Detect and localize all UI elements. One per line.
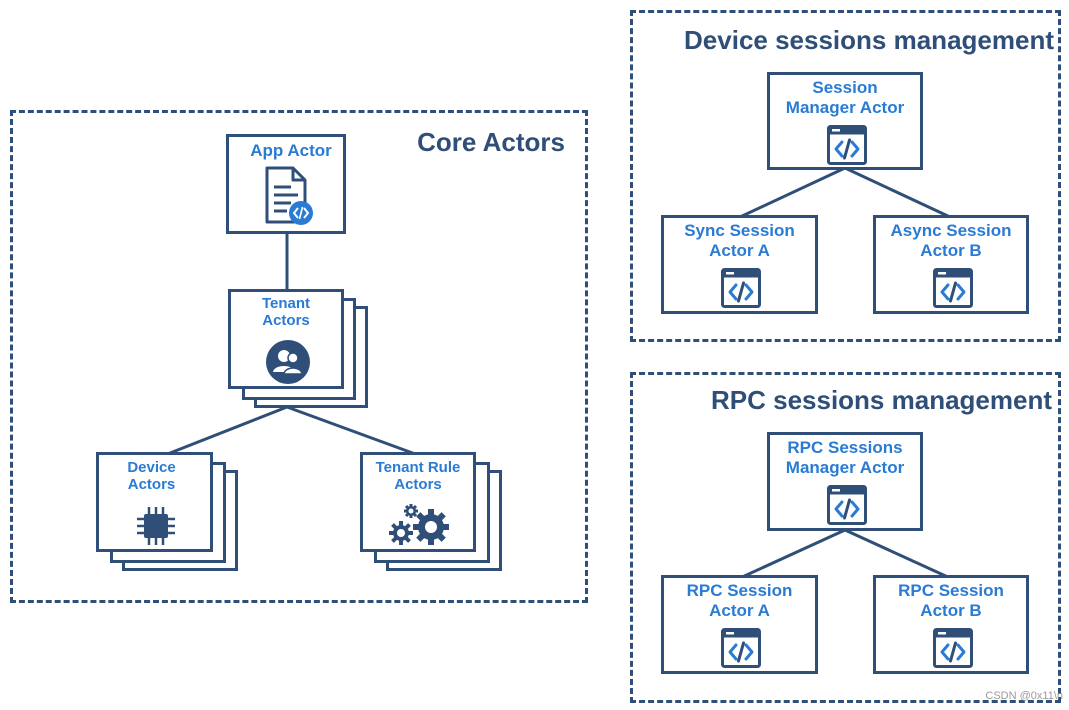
- connectors: [164, 166, 951, 580]
- core-actors-title: Core Actors: [417, 127, 565, 157]
- rpc-session-actor-b-label: RPC Session Actor B: [876, 581, 1026, 620]
- sync-session-label-line2: Actor A: [709, 240, 770, 260]
- app-actor-card: App Actor: [226, 134, 346, 234]
- rpc-session-b-label-line1: RPC Session: [898, 581, 1004, 600]
- document-code-icon: [265, 166, 313, 225]
- device-sessions-group: Device sessions management: [630, 10, 1061, 342]
- device-actors-label-line1: Device: [127, 459, 176, 476]
- window-code-icon: [721, 268, 761, 308]
- window-code-icon: [933, 268, 973, 308]
- connector-rpcmanager-b: [844, 528, 951, 580]
- device-actors-label: Device Actors: [99, 459, 204, 494]
- tenant-rule-actors-label-line1: Tenant Rule: [375, 459, 461, 476]
- connector-rpcmanager-a: [739, 528, 846, 580]
- tenant-actors-label-line2: Actors: [262, 312, 310, 330]
- async-session-actor-b-card: Async Session Actor B: [873, 215, 1029, 314]
- window-code-icon: [827, 125, 867, 165]
- connector-tenant-device: [164, 405, 288, 457]
- tenant-rule-actors-label-line2: Actors: [394, 476, 442, 494]
- app-actor-label: App Actor: [239, 141, 343, 161]
- rpc-manager-label-line1: RPC Sessions: [787, 438, 903, 457]
- device-actors-card: Device Actors: [96, 452, 213, 552]
- sync-session-label-line1: Sync Session: [684, 221, 795, 240]
- session-manager-label-line1: Session: [812, 78, 878, 97]
- sync-session-actor-a-card: Sync Session Actor A: [661, 215, 818, 314]
- session-manager-label-line2: Manager Actor: [785, 97, 905, 117]
- async-session-label-line2: Actor B: [920, 240, 982, 260]
- tenant-actors-label-line1: Tenant: [261, 295, 311, 312]
- sync-session-actor-a-label: Sync Session Actor A: [664, 221, 815, 260]
- window-code-icon: [933, 628, 973, 668]
- users-icon: [266, 340, 310, 384]
- rpc-session-a-label-line2: Actor A: [709, 600, 770, 620]
- tenant-actors-card: Tenant Actors: [228, 289, 344, 389]
- rpc-session-b-label-line2: Actor B: [920, 600, 982, 620]
- connector-manager-async: [844, 166, 951, 219]
- connector-tenant-rule: [286, 405, 419, 457]
- rpc-sessions-manager-actor-label: RPC Sessions Manager Actor: [770, 438, 920, 477]
- app-actor-label-line1: App Actor: [250, 141, 332, 160]
- rpc-session-a-label-line1: RPC Session: [686, 581, 793, 600]
- tenant-actors-label: Tenant Actors: [231, 295, 341, 330]
- rpc-session-actor-b-card: RPC Session Actor B: [873, 575, 1029, 674]
- core-actors-group: Core Actors: [10, 110, 588, 603]
- watermark: CSDN @0x11\n: [985, 690, 1063, 702]
- rpc-manager-label-line2: Manager Actor: [785, 457, 905, 477]
- window-code-icon: [721, 628, 761, 668]
- device-actors-label-line2: Actors: [127, 476, 176, 494]
- rpc-session-actor-a-label: RPC Session Actor A: [664, 581, 815, 620]
- rpc-session-actor-a-card: RPC Session Actor A: [661, 575, 818, 674]
- async-session-label-line1: Async Session: [890, 221, 1012, 240]
- chip-icon: [137, 507, 175, 545]
- async-session-actor-b-label: Async Session Actor B: [876, 221, 1026, 260]
- rpc-sessions-group: RPC sessions management: [630, 372, 1061, 703]
- session-manager-actor-label: Session Manager Actor: [770, 78, 920, 117]
- gears-icon: [389, 504, 449, 545]
- session-manager-actor-card: Session Manager Actor: [767, 72, 923, 170]
- tenant-rule-actors-card: Tenant Rule Actors: [360, 452, 476, 552]
- device-sessions-title: Device sessions management: [684, 25, 1054, 55]
- tenant-rule-actors-label: Tenant Rule Actors: [363, 459, 473, 494]
- rpc-sessions-title: RPC sessions management: [710, 385, 1052, 415]
- connector-manager-sync: [739, 166, 846, 219]
- rpc-sessions-manager-actor-card: RPC Sessions Manager Actor: [767, 432, 923, 531]
- window-code-icon: [827, 485, 867, 525]
